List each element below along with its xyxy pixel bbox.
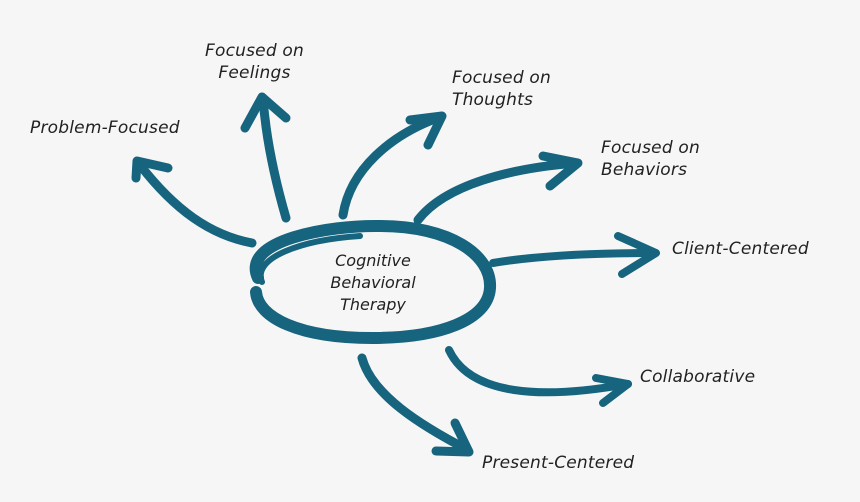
arrow-present-centered [357,353,474,457]
arrow-client-centered [489,232,660,278]
node-focused-on-thoughts: Focused on Thoughts [452,67,551,111]
node-client-centered: Client-Centered [672,238,809,260]
arrow-focused-on-feelings [240,92,291,223]
center-label-line: Therapy [340,295,406,314]
arrow-problem-focused [131,156,257,248]
arrow-focused-on-behaviors [413,151,583,225]
center-ellipse-inner [257,233,363,285]
center-label-line: Behavioral [330,273,416,292]
arrow-focused-on-thoughts [338,111,447,220]
node-focused-on-behaviors: Focused on Behaviors [601,137,700,181]
node-collaborative: Collaborative [640,366,755,388]
node-problem-focused: Problem-Focused [30,117,180,139]
node-label-line: Present-Centered [482,453,635,473]
arrow-collaborative [445,346,632,407]
center-label-line: Cognitive [335,251,411,270]
node-label-line: Feelings [218,63,291,83]
node-label-line: Focused on [601,138,700,158]
node-label-line: Client-Centered [672,239,809,259]
center-ellipse [249,219,497,344]
center-node-label: Cognitive Behavioral Therapy [298,250,448,316]
node-label-line: Behaviors [601,160,688,180]
node-label-line: Problem-Focused [30,118,180,138]
node-label-line: Focused on [205,41,304,61]
node-focused-on-feelings: Focused on Feelings [205,40,304,84]
node-label-line: Focused on [452,68,551,88]
node-label-line: Thoughts [452,90,534,110]
node-present-centered: Present-Centered [482,452,634,474]
node-label-line: Collaborative [640,367,756,387]
